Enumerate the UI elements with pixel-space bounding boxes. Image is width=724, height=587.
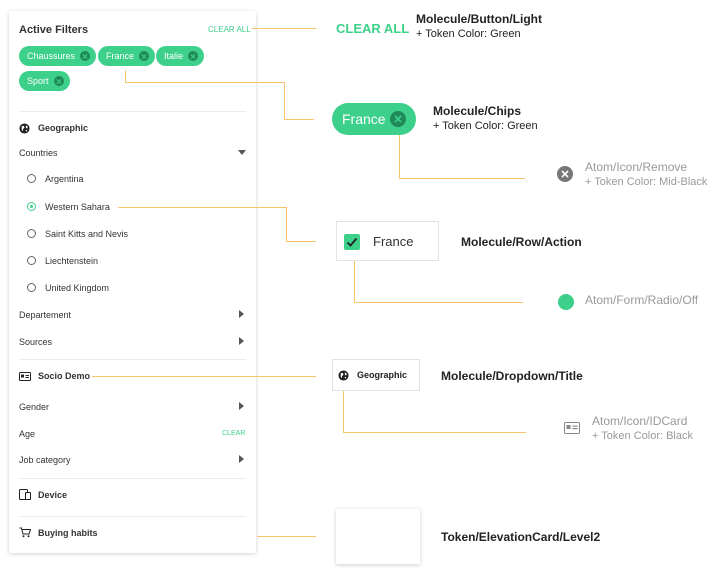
- connector-line: [286, 241, 316, 242]
- chip-sport[interactable]: Sport: [19, 71, 70, 91]
- chip-preview[interactable]: France: [332, 103, 416, 135]
- country-label: Western Sahara: [45, 202, 110, 212]
- radio-dot-icon: [558, 294, 574, 310]
- connector-line: [118, 207, 286, 208]
- country-label: Liechtenstein: [45, 256, 99, 266]
- chevron-right-icon[interactable]: [239, 402, 244, 410]
- row-action-preview[interactable]: France: [336, 221, 439, 261]
- divider: [19, 111, 246, 112]
- remove-icon[interactable]: [188, 51, 199, 61]
- connector-line: [354, 256, 355, 303]
- remove-icon[interactable]: [139, 51, 150, 61]
- clear-all-button[interactable]: CLEAR ALL: [208, 25, 251, 34]
- buying-habits-title[interactable]: Buying habits: [38, 528, 98, 538]
- remove-icon: [557, 166, 573, 182]
- elevation-annotation-title: Token/ElevationCard/Level2: [441, 530, 601, 544]
- departement-dropdown[interactable]: Departement: [19, 310, 72, 320]
- connector-line: [343, 432, 526, 433]
- connector-line: [343, 386, 344, 432]
- divider: [19, 478, 246, 479]
- connector-line: [399, 178, 525, 179]
- device-title[interactable]: Device: [38, 490, 68, 500]
- remove-icon[interactable]: [390, 111, 406, 127]
- remove-annotation-title: Atom/Icon/Remove: [585, 160, 688, 174]
- remove-annotation-sub: + Token Color: Mid-Black: [585, 176, 708, 188]
- chip-annotation-sub: + Token Color: Green: [433, 120, 538, 132]
- chevron-right-icon[interactable]: [239, 455, 244, 463]
- connector-line: [284, 82, 285, 119]
- idcard-annotation-title: Atom/Icon/IDCard: [592, 414, 688, 428]
- radio-united-kingdom[interactable]: [27, 283, 36, 292]
- connector-line: [125, 82, 284, 83]
- globe-icon: [338, 370, 349, 381]
- chevron-right-icon[interactable]: [239, 310, 244, 318]
- idcard-icon: [564, 422, 580, 434]
- filter-panel: Active Filters CLEAR ALL Chaussures Fran…: [9, 11, 256, 553]
- chip-label: Chaussures: [27, 51, 76, 61]
- chevron-right-icon[interactable]: [239, 337, 244, 345]
- divider: [19, 359, 246, 360]
- gender-dropdown[interactable]: Gender: [19, 402, 50, 412]
- idcard-icon: [19, 372, 31, 381]
- chip-label: Italie: [164, 51, 184, 61]
- radio-argentina[interactable]: [27, 174, 36, 183]
- connector-line: [354, 302, 523, 303]
- chip-preview-label: France: [342, 111, 386, 127]
- geographic-title[interactable]: Geographic: [38, 123, 89, 133]
- row-annotation-title: Molecule/Row/Action: [461, 235, 582, 249]
- connector-line: [286, 207, 287, 242]
- job-category-dropdown[interactable]: Job category: [19, 455, 71, 465]
- connector-line: [399, 127, 400, 179]
- country-label: Saint Kitts and Nevis: [45, 229, 129, 239]
- clear-all-preview[interactable]: CLEAR ALL: [336, 21, 410, 36]
- chip-france[interactable]: France: [98, 46, 156, 66]
- chip-label: Sport: [27, 76, 49, 86]
- cart-icon: [19, 527, 31, 538]
- radio-annotation-title: Atom/Form/Radio/Off: [585, 293, 699, 307]
- button-annotation-sub: + Token Color: Green: [416, 28, 521, 40]
- radio-saint-kitts[interactable]: [27, 229, 36, 238]
- idcard-annotation-sub: + Token Color: Black: [592, 430, 693, 442]
- radio-western-sahara[interactable]: [27, 202, 36, 211]
- dropdown-annotation-title: Molecule/Dropdown/Title: [441, 369, 583, 383]
- connector-line: [125, 70, 126, 82]
- chip-italie[interactable]: Italie: [156, 46, 205, 66]
- chip-annotation-title: Molecule/Chips: [433, 104, 522, 118]
- device-icon: [19, 489, 31, 500]
- remove-icon[interactable]: [80, 51, 91, 61]
- elevation-card-preview: [336, 509, 420, 564]
- dropdown-title-label: Geographic: [357, 370, 408, 380]
- country-label: United Kingdom: [45, 283, 110, 293]
- radio-liechtenstein[interactable]: [27, 256, 36, 265]
- connector-line: [284, 119, 314, 120]
- panel-title: Active Filters: [19, 24, 89, 36]
- remove-icon[interactable]: [53, 76, 64, 86]
- chip-label: France: [106, 51, 135, 61]
- divider: [19, 516, 246, 517]
- socio-demo-title[interactable]: Socio Demo: [38, 371, 91, 381]
- row-action-label: France: [373, 234, 414, 249]
- checkbox-checked-icon[interactable]: [344, 234, 360, 250]
- country-label: Argentina: [45, 174, 84, 184]
- chip-chaussures[interactable]: Chaussures: [19, 46, 97, 66]
- button-annotation-title: Molecule/Button/Light: [416, 12, 542, 26]
- connector-line: [252, 28, 316, 29]
- chevron-down-icon[interactable]: [238, 150, 246, 155]
- connector-line: [92, 376, 316, 377]
- dropdown-title-preview[interactable]: Geographic: [332, 359, 420, 391]
- globe-icon: [19, 123, 30, 134]
- connector-line: [257, 536, 316, 537]
- sources-dropdown[interactable]: Sources: [19, 337, 53, 347]
- age-dropdown[interactable]: Age: [19, 429, 36, 439]
- age-clear-button[interactable]: CLEAR: [222, 430, 246, 437]
- countries-dropdown[interactable]: Countries: [19, 148, 58, 158]
